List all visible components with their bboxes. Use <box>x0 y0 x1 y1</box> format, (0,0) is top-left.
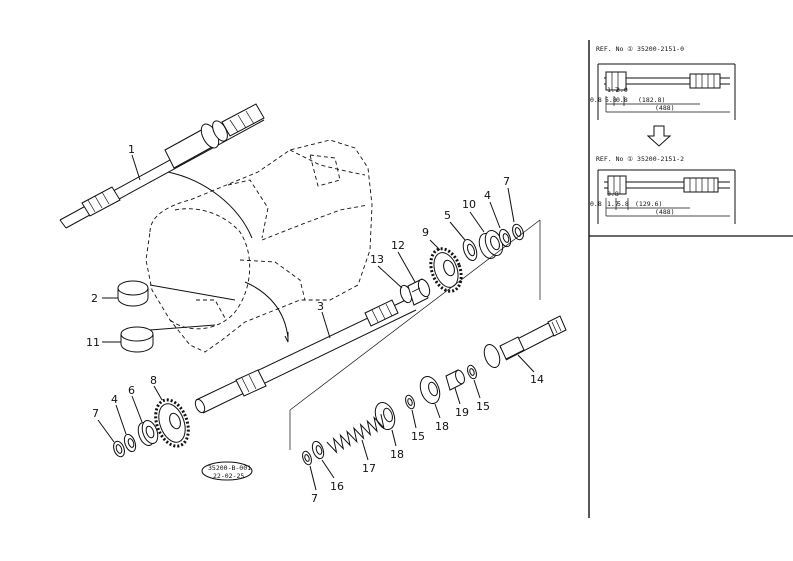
callout-14: 14 <box>530 373 544 386</box>
ref2-dim-b: (488) <box>655 208 675 216</box>
callout-18b: 18 <box>390 448 404 461</box>
part-6-bearing <box>131 395 159 447</box>
callout-3: 3 <box>317 300 324 313</box>
part-1-main-shaft <box>59 103 265 229</box>
part-19-sleeve <box>445 369 465 405</box>
drawing-stamp: 35200-B-001 22-02-25 <box>201 461 253 481</box>
ref-label-1: REF. No ① 35200-2151-0 <box>596 45 684 53</box>
callout-7b: 7 <box>92 407 99 420</box>
part-7-snap-ring-top <box>507 187 524 241</box>
part-5-bearing <box>449 221 478 262</box>
callout-12: 12 <box>391 239 405 252</box>
subassembly-frame <box>289 219 541 450</box>
part-8-gear <box>153 385 190 448</box>
part-3-counter-shaft <box>194 297 417 414</box>
callout-5t: 5 <box>444 209 451 222</box>
ref2-s1: 1.7 <box>607 200 619 208</box>
callout-labels: 1 2 11 3 13 12 9 5 10 4 7 8 6 4 7 14 19 … <box>86 143 544 505</box>
part-7-snap-ring-c <box>302 450 317 491</box>
part-9-gear <box>429 239 463 293</box>
callout-19: 19 <box>455 406 469 419</box>
part-18-collar-a <box>419 375 441 419</box>
down-arrow-icon <box>646 125 672 147</box>
part-12-needle-bearing <box>397 251 431 306</box>
ref2-s2: 5.8 <box>617 200 629 208</box>
callout-7c: 7 <box>311 492 318 505</box>
part-7-snap-ring-bottom <box>97 419 125 458</box>
ref2-s3: 0.8 <box>607 190 619 198</box>
assembly-arcs <box>149 171 289 343</box>
stamp-line-2: 22-02-25 <box>213 472 244 480</box>
part-17-spring <box>326 413 385 461</box>
callout-6: 6 <box>128 384 135 397</box>
callout-8: 8 <box>150 374 157 387</box>
callout-7t: 7 <box>503 175 510 188</box>
callout-15a: 15 <box>476 400 490 413</box>
ref1-s2: 2.0 <box>616 86 628 94</box>
part-4-collar-top <box>489 201 512 248</box>
ref1-dim-a: (182.8) <box>638 96 665 104</box>
callout-18a: 18 <box>435 420 449 433</box>
part-10-bearing <box>469 211 504 260</box>
part-14-shaft <box>483 315 567 373</box>
part-2-cap <box>102 280 149 307</box>
ref1-dim-b: (488) <box>655 104 675 112</box>
callout-13: 13 <box>370 253 384 266</box>
callout-11: 11 <box>86 336 100 349</box>
part-15-snap-ring-b <box>405 394 417 429</box>
ref1-s0: 0.8 <box>590 96 602 104</box>
ref2-s0: 0.8 <box>590 200 602 208</box>
ref1-s1: 1.7 <box>607 86 619 94</box>
callout-4t: 4 <box>484 189 491 202</box>
ref-label-2: REF. No ① 35200-2151-2 <box>596 155 684 163</box>
callout-15b: 15 <box>411 430 425 443</box>
part-11-cap <box>102 326 154 353</box>
callout-4b: 4 <box>111 393 118 406</box>
ref1-s4: 0.8 <box>616 96 628 104</box>
callout-16: 16 <box>330 480 344 493</box>
callout-17: 17 <box>362 462 376 475</box>
part-18-collar-b <box>374 401 397 447</box>
reference-panel: REF. No ① 35200-2151-0 0.8 1.7 2.0 5.8 0… <box>588 40 793 518</box>
part-16-washer <box>311 440 335 479</box>
ref2-dim-a: (129.6) <box>635 200 662 208</box>
callout-1: 1 <box>128 143 135 156</box>
callout-2: 2 <box>91 292 98 305</box>
part-13-washer <box>377 265 413 304</box>
transmission-case <box>145 139 373 353</box>
ref1-s3: 5.8 <box>605 96 617 104</box>
part-4-collar-bottom <box>115 404 137 453</box>
callout-9: 9 <box>422 226 429 239</box>
callout-10: 10 <box>462 198 476 211</box>
stamp-line-1: 35200-B-001 <box>208 464 251 472</box>
part-15-snap-ring-a <box>467 364 481 399</box>
